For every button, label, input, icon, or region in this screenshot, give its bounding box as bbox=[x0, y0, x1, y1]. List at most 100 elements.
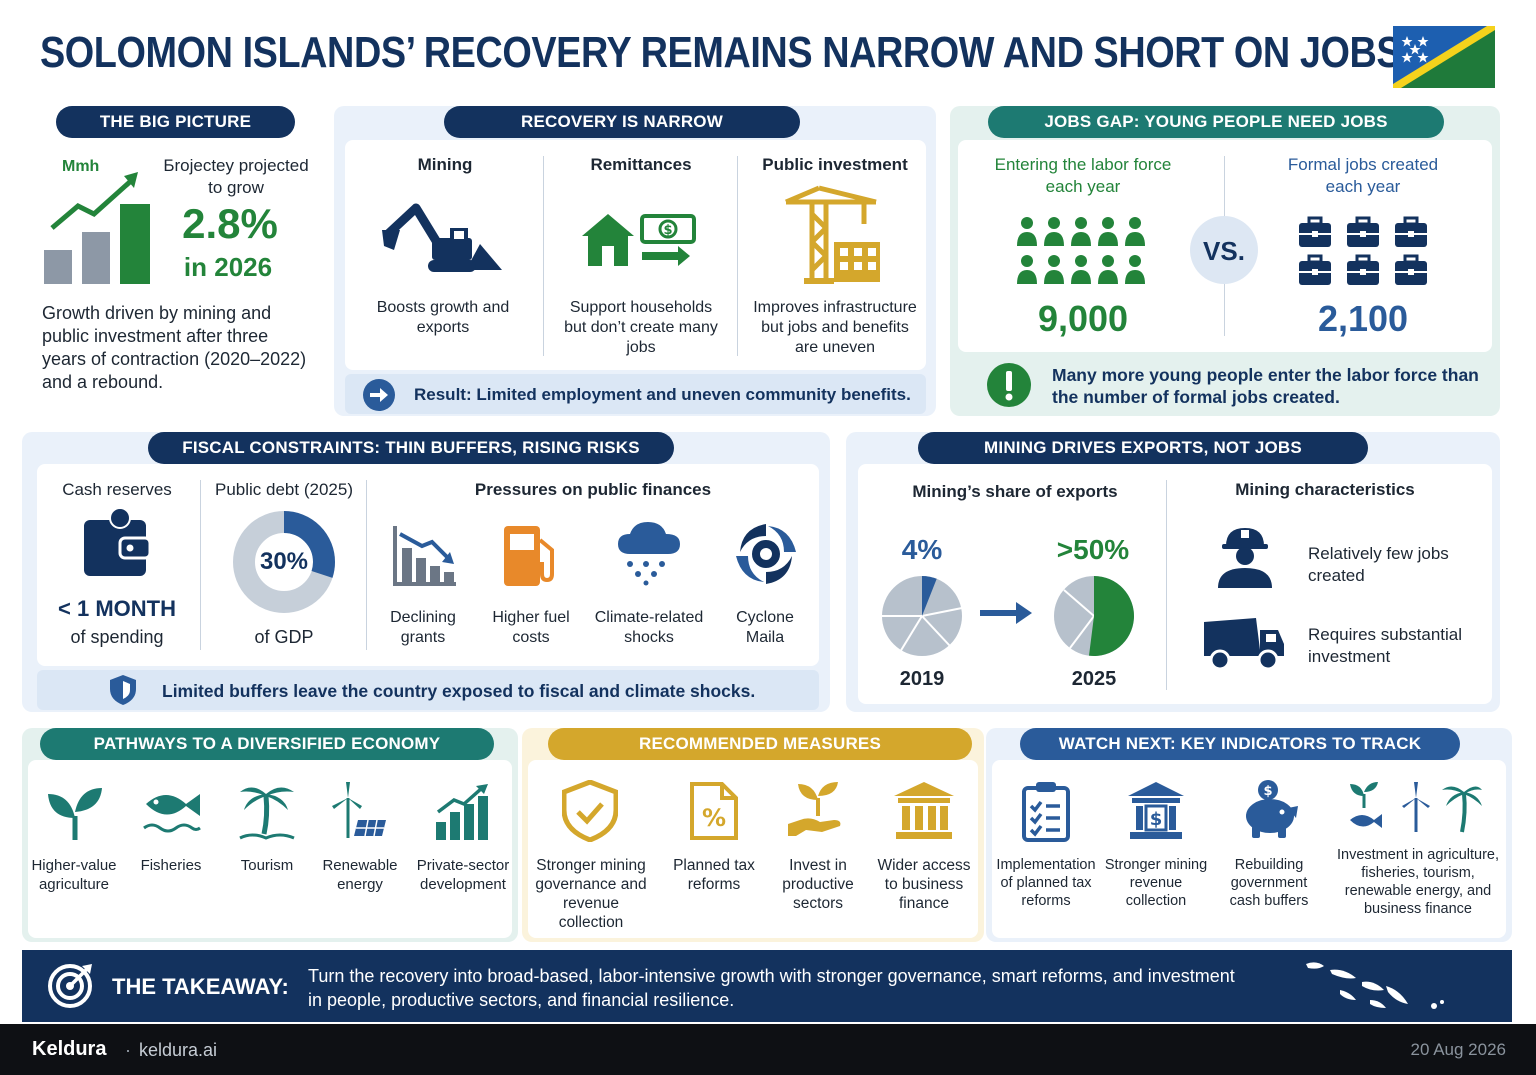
cash-sub: of spending bbox=[70, 627, 164, 647]
debt-value: 30% bbox=[259, 548, 309, 575]
growth-percent: 2.8% bbox=[182, 200, 278, 247]
big-picture-header: THE BIG PICTURE bbox=[56, 106, 295, 138]
cash-title: Cash reserves bbox=[62, 480, 172, 499]
big-picture-description: Growth driven by mining and public inves… bbox=[42, 303, 307, 392]
sectors-investment-icons bbox=[1350, 782, 1482, 833]
measure-mining-governance: Stronger mining governance and revenue c… bbox=[535, 857, 647, 931]
growth-bar-chart-icon bbox=[44, 172, 150, 284]
mining-share-title: Mining’s share of exports bbox=[912, 482, 1118, 501]
debt-sub: of GDP bbox=[254, 627, 314, 647]
wallet-icon bbox=[84, 507, 152, 576]
watch-mining-revenue: Stronger mining revenue collection bbox=[1104, 857, 1208, 909]
cyclone-icon bbox=[736, 524, 796, 584]
mining-char-jobs: Relatively few jobs created bbox=[1308, 544, 1449, 585]
measures-header: RECOMMENDED MEASURES bbox=[548, 728, 972, 760]
cash-value: < 1 MONTH bbox=[58, 596, 176, 621]
watch-sector-investment: Investment in agriculture, fisheries, to… bbox=[1337, 847, 1499, 917]
labor-force-title: Entering the labor force each year bbox=[994, 155, 1172, 196]
measure-business-finance: Wider access to business finance bbox=[877, 857, 971, 912]
debt-donut-chart bbox=[233, 511, 335, 613]
checklist-icon bbox=[1022, 782, 1070, 842]
svg-text:$: $ bbox=[1263, 784, 1272, 799]
pressures-title: Pressures on public finances bbox=[474, 480, 712, 499]
mining-char-investment: Requires substantial investment bbox=[1308, 625, 1463, 666]
page-title: SOLOMON ISLANDS’ RECOVERY REMAINS NARROW… bbox=[40, 28, 1402, 77]
fiscal-note-bar bbox=[37, 670, 819, 710]
fiscal-note-text: Limited buffers leave the country expose… bbox=[162, 681, 756, 701]
growth-chart-icon bbox=[436, 784, 488, 840]
target-icon bbox=[48, 964, 92, 1008]
fish-icon bbox=[143, 794, 201, 833]
svg-text:%: % bbox=[702, 804, 726, 832]
recovery-col-desc-remittances: Support households but don’t create many… bbox=[564, 299, 718, 356]
jobs-note: Many more young people enter the labor f… bbox=[1052, 365, 1479, 407]
labor-force-value: 9,000 bbox=[1037, 298, 1129, 339]
pressure-climate-shocks: Climate-related shocks bbox=[594, 609, 704, 646]
shield-icon bbox=[110, 675, 136, 705]
fiscal-header: FISCAL CONSTRAINTS: THIN BUFFERS, RISING… bbox=[148, 432, 674, 464]
pie-chart-2019 bbox=[882, 576, 963, 656]
mining-year-2019: 2019 bbox=[899, 668, 945, 690]
arrow-right-circle-icon bbox=[363, 379, 395, 411]
pressure-cyclone-maila: Cyclone Maila bbox=[736, 609, 794, 646]
mining-share-2025: >50% bbox=[1056, 534, 1130, 565]
people-group-icon bbox=[1017, 217, 1145, 284]
footer-url[interactable]: keldura.ai bbox=[139, 1040, 218, 1060]
hand-plant-icon bbox=[788, 782, 841, 836]
recovery-col-title-mining: Mining bbox=[417, 155, 473, 174]
wind-solar-icon bbox=[332, 782, 386, 838]
declining-chart-icon bbox=[393, 526, 456, 586]
house-money-icon: $ bbox=[582, 214, 696, 266]
vs-circle bbox=[1190, 216, 1258, 284]
watch-tax-reforms: Implementation of planned tax reforms bbox=[996, 857, 1096, 909]
rain-cloud-icon bbox=[618, 522, 680, 586]
footer-brand: Keldura bbox=[32, 1038, 107, 1060]
excavator-icon bbox=[382, 203, 502, 272]
alert-icon bbox=[987, 363, 1031, 407]
construction-crane-icon bbox=[785, 185, 880, 284]
growth-year: in 2026 bbox=[183, 252, 273, 282]
pathway-renewable-energy: Renewable energy bbox=[322, 857, 398, 893]
recovery-result-bar bbox=[345, 374, 926, 414]
formal-jobs-value: 2,100 bbox=[1317, 298, 1409, 339]
mining-share-2019: 4% bbox=[901, 534, 943, 565]
mining-card bbox=[858, 464, 1492, 704]
pathways-header: PATHWAYS TO A DIVERSIFIED ECONOMY bbox=[40, 728, 494, 760]
jobs-header: JOBS GAP: YOUNG PEOPLE NEED JOBS bbox=[988, 106, 1444, 138]
mining-header: MINING DRIVES EXPORTS, NOT JOBS bbox=[918, 432, 1368, 464]
recovery-col-desc-public-investment: Improves infrastructure but jobs and ben… bbox=[753, 299, 917, 356]
svg-text:$: $ bbox=[663, 223, 672, 238]
watch-header: WATCH NEXT: KEY INDICATORS TO TRACK bbox=[1020, 728, 1460, 760]
pie-chart-2025 bbox=[1054, 576, 1134, 656]
pathway-agriculture: Higher-value agriculture bbox=[31, 857, 117, 893]
recovery-header: RECOVERY IS NARROW bbox=[444, 106, 800, 138]
mining-truck-icon bbox=[1204, 618, 1284, 671]
pathway-tourism: Tourism bbox=[240, 857, 294, 874]
measure-productive-sectors: Invest in productive sectors bbox=[782, 857, 854, 912]
islands-map-icon bbox=[1306, 962, 1444, 1009]
recovery-col-desc-mining: Boosts growth and exports bbox=[376, 299, 510, 336]
mining-char-title: Mining characteristics bbox=[1235, 480, 1415, 499]
takeaway-text: Turn the recovery into broad-based, labo… bbox=[308, 966, 1235, 1010]
pathway-private-sector: Private-sector development bbox=[416, 857, 510, 893]
growth-label: Бrojectey projected to grow bbox=[163, 156, 309, 197]
plant-sprout-icon bbox=[48, 788, 102, 840]
formal-jobs-title: Formal jobs created each year bbox=[1287, 155, 1439, 196]
debt-title: Public debt (2025) bbox=[215, 480, 353, 499]
watch-cash-buffers: Rebuilding government cash buffers bbox=[1229, 857, 1309, 909]
tax-document-icon: % bbox=[690, 782, 738, 840]
pressure-fuel-costs: Higher fuel costs bbox=[492, 609, 570, 646]
footer-bar bbox=[0, 1024, 1536, 1075]
palm-tree-icon bbox=[239, 787, 295, 840]
pathways-card bbox=[28, 760, 512, 938]
fuel-pump-icon bbox=[504, 526, 554, 586]
watch-card bbox=[992, 760, 1506, 938]
arrow-right-icon bbox=[980, 602, 1032, 624]
footer-separator: · bbox=[125, 1040, 131, 1060]
svg-text:$: $ bbox=[1150, 809, 1163, 830]
piggy-bank-icon: $ bbox=[1246, 780, 1298, 838]
solomon-islands-flag-icon bbox=[1393, 26, 1495, 88]
pressure-declining-grants: Declining grants bbox=[390, 609, 456, 646]
takeaway-label: THE TAKEAWAY: bbox=[112, 974, 289, 999]
bank-building-icon bbox=[894, 782, 954, 839]
